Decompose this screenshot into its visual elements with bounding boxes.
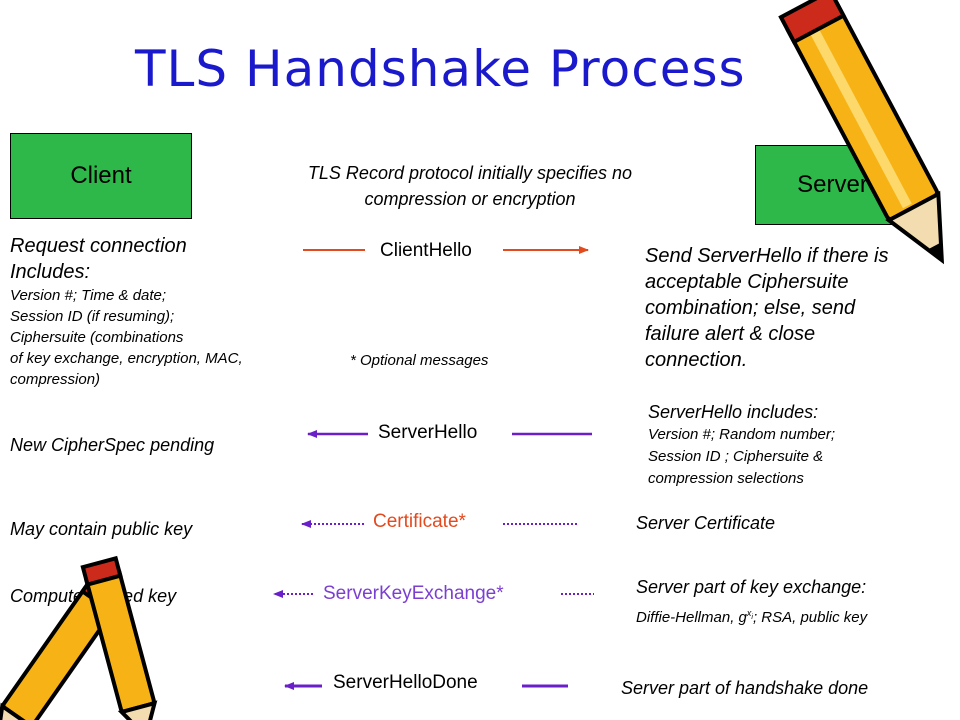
pencil-icon bbox=[778, 0, 945, 265]
client-request-detail: Ciphersuite (combinations bbox=[10, 329, 184, 346]
key-detail-sup: x bbox=[746, 608, 752, 618]
client-request-detail: of key exchange, encryption, MAC, bbox=[10, 350, 243, 367]
client-request-block: Request connection Includes: Version #; … bbox=[10, 233, 310, 390]
client-request-detail: Session ID (if resuming); bbox=[10, 308, 175, 325]
key-detail-sub: i bbox=[751, 613, 753, 621]
client-box: Client bbox=[10, 133, 192, 219]
client-request-line: Request connection bbox=[10, 235, 187, 257]
server-box-label: Server bbox=[797, 171, 868, 198]
record-protocol-note: TLS Record protocol initially specifies … bbox=[240, 160, 700, 212]
message-label-serverhellodone: ServerHelloDone bbox=[333, 672, 478, 693]
server-key-exchange-detail: Diffie-Hellman, gxi; RSA, public key bbox=[636, 603, 867, 628]
client-request-detail: compression) bbox=[10, 371, 101, 388]
server-certificate-text: Server Certificate bbox=[636, 513, 776, 533]
server-hello-detail: compression selections bbox=[648, 470, 804, 487]
message-label-serverhello: ServerHello bbox=[378, 422, 478, 443]
server-send-hello-line: acceptable Ciphersuite bbox=[645, 271, 849, 293]
message-label-certificate: Certificate* bbox=[373, 511, 466, 532]
server-key-exchange-text: Server part of key exchange: bbox=[636, 577, 867, 597]
message-label-serverkeyexchange: ServerKeyExchange* bbox=[323, 583, 504, 604]
server-handshake-done-text: Server part of handshake done bbox=[621, 678, 869, 698]
server-hello-includes-block: ServerHello includes: Version #; Random … bbox=[648, 401, 948, 490]
note-line: compression or encryption bbox=[364, 189, 576, 209]
server-send-hello-line: connection. bbox=[645, 349, 748, 371]
server-send-hello-line: failure alert & close bbox=[645, 323, 816, 345]
key-detail-suffix: ; RSA, public key bbox=[752, 609, 868, 626]
server-send-hello-block: Send ServerHello if there is acceptable … bbox=[645, 243, 945, 373]
client-box-label: Client bbox=[70, 162, 132, 189]
client-cipherspec-text: New CipherSpec pending bbox=[10, 435, 215, 455]
client-request-line: Includes: bbox=[10, 261, 91, 283]
page-title: TLS Handshake Process bbox=[135, 40, 746, 98]
server-send-hello-line: Send ServerHello if there is bbox=[645, 245, 889, 267]
client-public-key-text: May contain public key bbox=[10, 519, 193, 539]
crayons-icon bbox=[0, 555, 158, 720]
note-line: TLS Record protocol initially specifies … bbox=[307, 163, 633, 183]
message-label-clienthello: ClientHello bbox=[380, 240, 472, 261]
server-send-hello-line: combination; else, send bbox=[645, 297, 856, 319]
server-hello-detail: Session ID ; Ciphersuite & bbox=[648, 448, 824, 465]
key-detail-prefix: Diffie-Hellman, g bbox=[636, 609, 747, 626]
client-request-detail: Version #; Time & date; bbox=[10, 287, 167, 304]
server-hello-detail: Version #; Random number; bbox=[648, 426, 836, 443]
server-hello-includes-title: ServerHello includes: bbox=[648, 402, 819, 422]
optional-messages-note: * Optional messages bbox=[350, 352, 489, 369]
